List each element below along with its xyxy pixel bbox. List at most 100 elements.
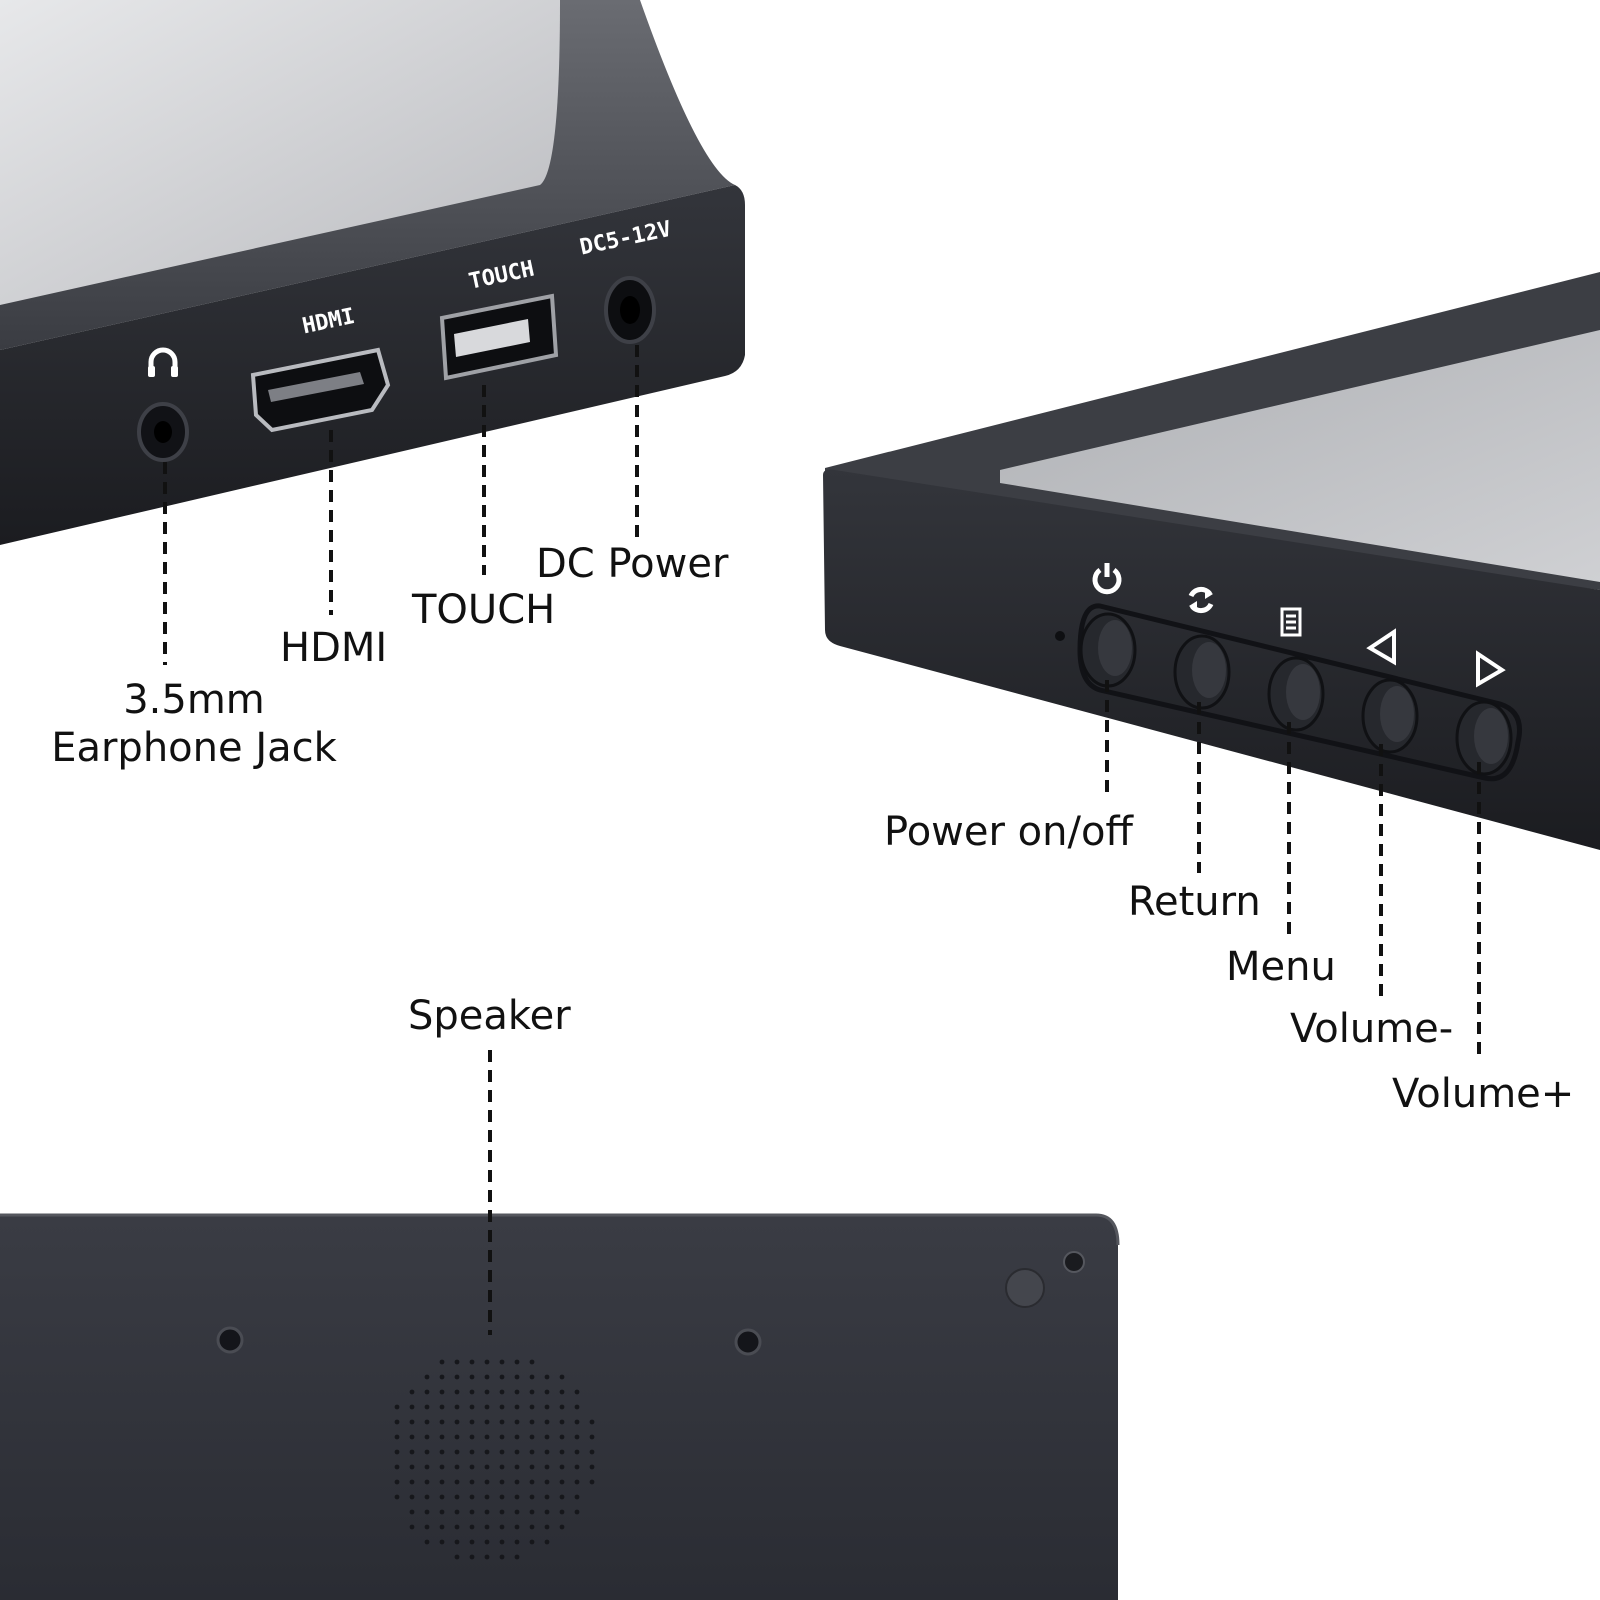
speaker-hole <box>529 1494 535 1500</box>
speaker-hole <box>484 1524 490 1530</box>
speaker-hole <box>439 1539 445 1545</box>
speaker-hole <box>589 1434 595 1440</box>
label-volume-minus: Volume- <box>1290 1006 1454 1052</box>
speaker-hole <box>469 1524 475 1530</box>
speaker-hole <box>514 1434 520 1440</box>
speaker-hole <box>559 1464 565 1470</box>
return-button[interactable] <box>1173 634 1231 710</box>
speaker-hole <box>454 1404 460 1410</box>
speaker-hole <box>484 1449 490 1455</box>
speaker-hole <box>409 1509 415 1515</box>
speaker-hole <box>454 1479 460 1485</box>
speaker-hole <box>469 1419 475 1425</box>
speaker-hole <box>529 1359 535 1365</box>
speaker-hole <box>514 1494 520 1500</box>
triangle-left-icon <box>1366 628 1396 666</box>
speaker-hole <box>394 1434 400 1440</box>
speaker-hole <box>499 1479 505 1485</box>
speaker-hole <box>394 1464 400 1470</box>
speaker-hole <box>424 1389 430 1395</box>
power-button[interactable] <box>1079 612 1137 688</box>
power-icon <box>1092 563 1122 595</box>
speaker-hole <box>454 1464 460 1470</box>
speaker-hole <box>409 1464 415 1470</box>
monitor-side-buttons <box>823 272 1600 850</box>
speaker-hole <box>514 1554 520 1560</box>
speaker-hole <box>394 1449 400 1455</box>
speaker-hole <box>589 1464 595 1470</box>
leader-lines-ports <box>163 345 639 665</box>
speaker-hole <box>559 1449 565 1455</box>
speaker-hole <box>424 1479 430 1485</box>
speaker-hole <box>514 1404 520 1410</box>
speaker-hole <box>469 1464 475 1470</box>
speaker-hole <box>469 1449 475 1455</box>
speaker-hole <box>529 1464 535 1470</box>
speaker-hole <box>454 1524 460 1530</box>
speaker-hole <box>544 1419 550 1425</box>
speaker-hole <box>544 1374 550 1380</box>
label-hdmi: HDMI <box>280 625 388 671</box>
triangle-right-icon <box>1476 650 1506 688</box>
speaker-hole <box>469 1434 475 1440</box>
speaker-hole <box>469 1494 475 1500</box>
leader-lines-buttons <box>1105 680 1481 1060</box>
speaker-hole <box>574 1419 580 1425</box>
speaker-hole <box>544 1404 550 1410</box>
speaker-hole <box>469 1539 475 1545</box>
speaker-hole <box>589 1479 595 1485</box>
speaker-hole <box>469 1389 475 1395</box>
speaker-hole <box>544 1479 550 1485</box>
speaker-hole <box>469 1479 475 1485</box>
speaker-hole <box>409 1419 415 1425</box>
menu-button[interactable] <box>1267 656 1325 732</box>
speaker-hole <box>529 1389 535 1395</box>
return-icon <box>1188 586 1214 614</box>
speaker-hole <box>529 1539 535 1545</box>
label-dc-power: DC Power <box>536 541 729 587</box>
speaker-hole <box>439 1419 445 1425</box>
speaker-hole <box>544 1539 550 1545</box>
headphone-icon <box>148 347 178 377</box>
speaker-hole <box>499 1554 505 1560</box>
speaker-hole <box>544 1494 550 1500</box>
speaker-hole <box>394 1494 400 1500</box>
speaker-hole <box>454 1494 460 1500</box>
speaker-hole <box>559 1434 565 1440</box>
speaker-hole <box>499 1509 505 1515</box>
volume-up-button[interactable] <box>1455 700 1513 776</box>
speaker-hole <box>499 1389 505 1395</box>
speaker-hole <box>559 1374 565 1380</box>
speaker-hole <box>454 1359 460 1365</box>
speaker-hole <box>424 1509 430 1515</box>
screw-hole-right <box>734 1328 762 1356</box>
speaker-hole <box>499 1419 505 1425</box>
speaker-hole <box>529 1524 535 1530</box>
speaker-hole <box>484 1404 490 1410</box>
speaker-hole <box>544 1434 550 1440</box>
label-earphone-line1: 3.5mm <box>123 677 265 723</box>
screw-hole-left <box>216 1326 244 1354</box>
label-speaker: Speaker <box>408 993 571 1039</box>
speaker-hole <box>484 1389 490 1395</box>
speaker-hole <box>484 1359 490 1365</box>
speaker-hole <box>454 1434 460 1440</box>
speaker-hole <box>574 1464 580 1470</box>
label-menu: Menu <box>1226 944 1336 990</box>
speaker-hole <box>559 1524 565 1530</box>
speaker-hole <box>514 1539 520 1545</box>
rubber-foot <box>1005 1268 1045 1308</box>
speaker-hole <box>499 1449 505 1455</box>
speaker-hole <box>589 1449 595 1455</box>
speaker-hole <box>439 1434 445 1440</box>
speaker-hole <box>424 1449 430 1455</box>
speaker-hole <box>544 1509 550 1515</box>
speaker-hole <box>439 1359 445 1365</box>
speaker-hole <box>544 1524 550 1530</box>
speaker-hole <box>559 1494 565 1500</box>
speaker-hole <box>574 1404 580 1410</box>
speaker-hole <box>499 1404 505 1410</box>
speaker-hole <box>439 1524 445 1530</box>
volume-down-button[interactable] <box>1361 678 1419 754</box>
